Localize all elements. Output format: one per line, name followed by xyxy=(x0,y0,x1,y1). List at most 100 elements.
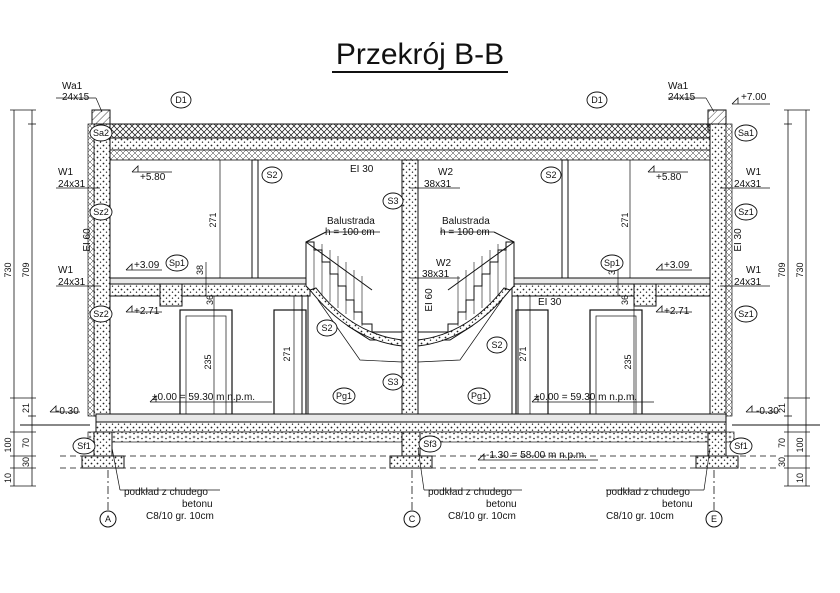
insulation-left xyxy=(87,123,95,417)
roof-slab xyxy=(95,137,719,151)
footing-center xyxy=(389,455,433,469)
w2-upper-label: W2 xyxy=(438,167,453,178)
dim-36-l: 36 xyxy=(205,295,215,305)
level-zero-left: ±0.00 = 59.30 m n.p.m. xyxy=(152,392,255,403)
tag-sz1-upper: Sz1 xyxy=(738,207,754,217)
partition-right-upper xyxy=(561,159,569,279)
c810-left: C8/10 gr. 10cm xyxy=(146,511,214,522)
wall-right xyxy=(709,123,727,417)
footing-left xyxy=(81,455,125,469)
balustrada-right-label: Balustrada xyxy=(442,216,490,227)
tag-d1-right: D1 xyxy=(591,95,603,105)
partition-left-upper xyxy=(251,159,259,279)
tag-s2-ur: S2 xyxy=(545,170,556,180)
wall-center xyxy=(401,159,419,417)
dim-right-70: 70 xyxy=(777,438,787,448)
dim-left-outer: 730 xyxy=(3,262,13,277)
floor-finish-right xyxy=(511,277,711,285)
level-markers xyxy=(49,97,778,461)
level-ground-left: -0.30 xyxy=(56,406,79,417)
fire-rating-ei30-right: EI 30 xyxy=(733,228,744,252)
fire-rating-ei60-mid: EI 60 xyxy=(424,288,435,312)
level-ceiling-left: +5.80 xyxy=(140,172,166,183)
floor-slab-left xyxy=(109,283,311,297)
label-leaders xyxy=(56,97,770,491)
partition-left-lower xyxy=(301,295,309,415)
tag-sa1: Sa1 xyxy=(738,128,754,138)
level-zero-right: ±0.00 = 59.30 m n.p.m. xyxy=(534,392,637,403)
title-text: Przekrój B-B xyxy=(331,38,509,73)
axis-c-marker xyxy=(403,510,421,528)
level-ceil0-right: +2.71 xyxy=(664,306,690,317)
axis-a-label: A xyxy=(105,514,111,524)
dim-235-r: 235 xyxy=(623,354,633,369)
level-foundation: -1.30 = 58.00 m n.p.m. xyxy=(486,450,587,461)
level-ceiling-right: +5.80 xyxy=(656,172,682,183)
tag-sp1-right: Sp1 xyxy=(604,258,620,268)
axis-c-label: C xyxy=(409,514,416,524)
ceiling-layer xyxy=(109,149,711,161)
tag-pg1-left: Pg1 xyxy=(336,391,352,401)
door-left-2 xyxy=(273,309,307,417)
tag-sz1-lower: Sz1 xyxy=(738,309,754,319)
dim-right-inner: 709 xyxy=(777,262,787,277)
tag-d1-left: D1 xyxy=(175,95,187,105)
podklad-left: podkład z chudego xyxy=(124,487,208,498)
beam-left xyxy=(159,283,183,307)
podklad-right: podkład z chudego xyxy=(606,487,690,498)
balustrada-right-height: h = 100 cm xyxy=(440,227,490,238)
podklad-mid: podkład z chudego xyxy=(428,487,512,498)
dim-right-30: 30 xyxy=(777,457,787,467)
betonu-right: betonu xyxy=(662,499,693,510)
stair-right xyxy=(417,231,515,363)
betonu-left: betonu xyxy=(182,499,213,510)
tag-sa2: Sa2 xyxy=(93,128,109,138)
dim-271-ml: 271 xyxy=(282,346,292,361)
tag-s3-upper: S3 xyxy=(387,196,398,206)
ground-slab xyxy=(95,421,727,433)
dim-235-l: 235 xyxy=(203,354,213,369)
interior-dims xyxy=(205,160,635,414)
w1-upper-left-label: W1 xyxy=(58,167,73,178)
dim-left-100: 100 xyxy=(3,437,13,452)
w2-lower-label: W2 xyxy=(436,258,451,269)
balustrada-left-label: Balustrada xyxy=(327,216,375,227)
w1-upper-right-dim: 24x31 xyxy=(734,179,762,190)
drawing-title: Przekrój B-B xyxy=(0,38,840,73)
level-floor1-right: +3.09 xyxy=(664,260,690,271)
dim-left-70: 70 xyxy=(21,438,31,448)
tag-sf3: Sf3 xyxy=(423,439,437,449)
betonu-mid: betonu xyxy=(486,499,517,510)
stair-left xyxy=(305,231,403,363)
tag-sz2-lower: Sz2 xyxy=(93,309,109,319)
level-floor1-left: +3.09 xyxy=(134,260,160,271)
c810-right: C8/10 gr. 10cm xyxy=(606,511,674,522)
tag-sf1-right: Sf1 xyxy=(734,441,748,451)
foundation-wall-center xyxy=(401,431,421,457)
level-ground-right: -0.30 xyxy=(756,406,779,417)
tag-s2-ul: S2 xyxy=(266,170,277,180)
dim-left-21: 21 xyxy=(21,403,31,413)
w1-lower-left-label: W1 xyxy=(58,265,73,276)
tag-s2-ml: S2 xyxy=(321,323,332,333)
fire-rating-ei60-left: EI 60 xyxy=(82,228,93,252)
wall-left xyxy=(93,123,111,417)
dim-right-100: 100 xyxy=(795,437,805,452)
dim-right-21: 21 xyxy=(777,403,787,413)
level-top: +7.00 xyxy=(741,92,767,103)
tag-pg1-right: Pg1 xyxy=(471,391,487,401)
wa1-left-dim: 24x15 xyxy=(62,92,90,103)
tag-sf1-left: Sf1 xyxy=(77,441,91,451)
foundation-wall-left xyxy=(93,431,113,457)
footing-right xyxy=(695,455,739,469)
dim-right-10: 10 xyxy=(795,473,805,483)
floor-finish-left xyxy=(109,277,311,285)
dim-271-ul: 271 xyxy=(208,212,218,227)
fire-rating-ei30-top: EI 30 xyxy=(350,164,374,175)
floor-slab-right xyxy=(511,283,711,297)
c810-mid: C8/10 gr. 10cm xyxy=(448,511,516,522)
wa1-right-label: Wa1 xyxy=(668,81,689,92)
dim-271-ur: 271 xyxy=(620,212,630,227)
w2-upper-dim: 38x31 xyxy=(424,179,452,190)
tag-s2-mr: S2 xyxy=(491,340,502,350)
